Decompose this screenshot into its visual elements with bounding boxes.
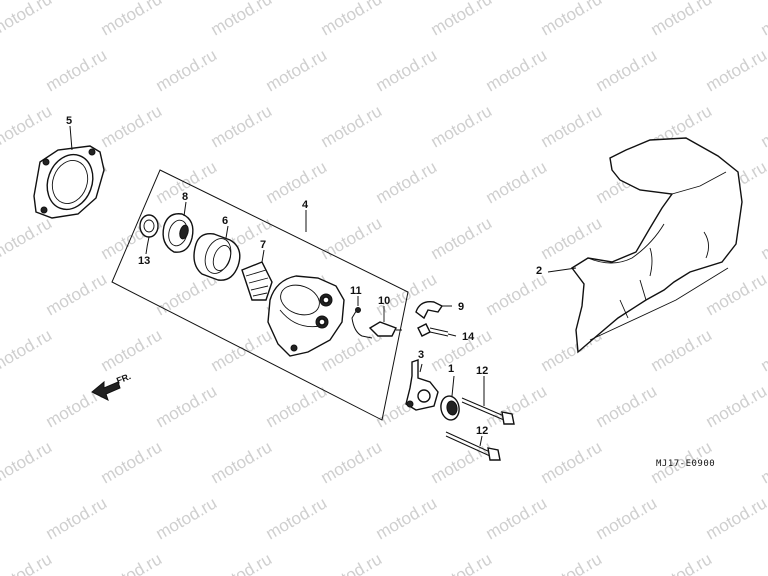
watermark-text: motod.ru [318,213,386,263]
watermark-text: motod.ru [428,549,496,576]
callout-10: 10 [378,295,390,307]
watermark-text: motod.ru [153,381,221,431]
watermark-text: motod.ru [0,549,55,576]
watermark-text: motod.ru [703,493,768,543]
watermark-text: motod.ru [703,269,768,319]
watermark-text: motod.ru [263,157,331,207]
part-13-seal [139,214,159,255]
watermark-text: motod.ru [318,437,386,487]
part-1-grommet [440,375,460,421]
watermark-text: motod.ru [98,0,166,39]
watermark-text: motod.ru [0,213,55,263]
watermark-text: motod.ru [0,437,55,487]
watermark-text: motod.ru [483,493,551,543]
part-9-bracket [415,301,452,320]
watermark-text: motod.ru [428,101,496,151]
callout-9: 9 [458,301,464,313]
watermark-text: motod.ru [0,0,55,39]
callout-6: 6 [222,215,228,227]
watermark-text: motod.ru [208,325,276,375]
assembly-4-outline [111,169,409,421]
watermark-text: motod.ru [43,45,111,95]
callout-8: 8 [182,191,188,203]
part-3-bracket [405,359,439,411]
part-5-flange [33,125,105,219]
part-4-housing [267,275,345,357]
watermark-text: motod.ru [373,493,441,543]
part-10-switch [368,306,402,337]
watermark-text: motod.ru [98,101,166,151]
watermark-text: motod.ru [373,157,441,207]
watermark-text: motod.ru [318,101,386,151]
part-11-clip [351,296,373,339]
callout-4: 4 [302,199,309,211]
watermark-text: motod.ru [318,0,386,39]
watermark-text: motod.ru [208,0,276,39]
watermark-text: motod.ru [758,437,768,487]
watermark-text: motod.ru [703,45,768,95]
watermark-text: motod.ru [648,549,716,576]
callout-13: 13 [138,255,150,267]
watermark-text: motod.ru [538,213,606,263]
watermark-text: motod.ru [208,549,276,576]
watermark-text: motod.ru [428,0,496,39]
part-6-sleeve [193,225,241,281]
watermark-text: motod.ru [208,437,276,487]
watermark-text: motod.ru [43,493,111,543]
callout-2: 2 [536,265,542,277]
watermark-text: motod.ru [538,101,606,151]
callout-7: 7 [260,239,266,251]
watermark-text: motod.ru [758,101,768,151]
watermark-text: motod.ru [98,325,166,375]
watermark-text: motod.ru [593,381,661,431]
watermark-text: motod.ru [98,437,166,487]
part-12-bolt-lower [445,431,501,461]
watermark-text: motod.ru [758,213,768,263]
callout-3: 3 [418,349,424,361]
watermark-text: motod.ru [758,549,768,576]
part-2-cover [547,137,743,354]
watermark-text: motod.ru [538,437,606,487]
watermark-text: motod.ru [373,45,441,95]
watermark-text: motod.ru [153,493,221,543]
watermark-text: motod.ru [758,0,768,39]
part-7-boot [241,249,273,301]
watermark-text: motod.ru [593,45,661,95]
watermark-text: motod.ru [538,0,606,39]
callout-14: 14 [462,331,475,343]
callout-5: 5 [66,115,72,127]
part-12-bolt-upper [461,376,515,425]
watermark-text: motod.ru [483,45,551,95]
diagram-code: MJ17-E0900 [656,459,715,469]
watermark-text: motod.ru [318,549,386,576]
watermark-text: motod.ru [263,381,331,431]
watermark-text: motod.ru [0,101,55,151]
watermark-text: motod.ru [43,269,111,319]
watermark-text: motod.ru [648,0,716,39]
watermark-text: motod.ru [593,493,661,543]
watermark-text: motod.ru [263,493,331,543]
part-14-bolt [417,323,457,337]
watermark-text: motod.ru [208,101,276,151]
watermark-text: motod.ru [703,381,768,431]
watermark-text: motod.ru [758,325,768,375]
callout-11: 11 [350,285,362,297]
callout-12-lower: 12 [476,425,488,437]
watermark-text: motod.ru [538,549,606,576]
watermark-text: motod.ru [483,157,551,207]
watermark-text: motod.ru [263,45,331,95]
front-marker-label: FR. [115,371,132,386]
watermark-text: motod.ru [98,549,166,576]
watermark-text: motod.ru [428,437,496,487]
part-8-oil-seal [162,201,194,253]
watermark-text: motod.ru [153,45,221,95]
watermark-text: motod.ru [483,381,551,431]
watermark-text: motod.ru [0,325,55,375]
watermark-text: motod.ru [648,325,716,375]
callout-12-upper: 12 [476,365,488,377]
callout-1: 1 [448,363,454,375]
watermark-text: motod.ru [428,213,496,263]
